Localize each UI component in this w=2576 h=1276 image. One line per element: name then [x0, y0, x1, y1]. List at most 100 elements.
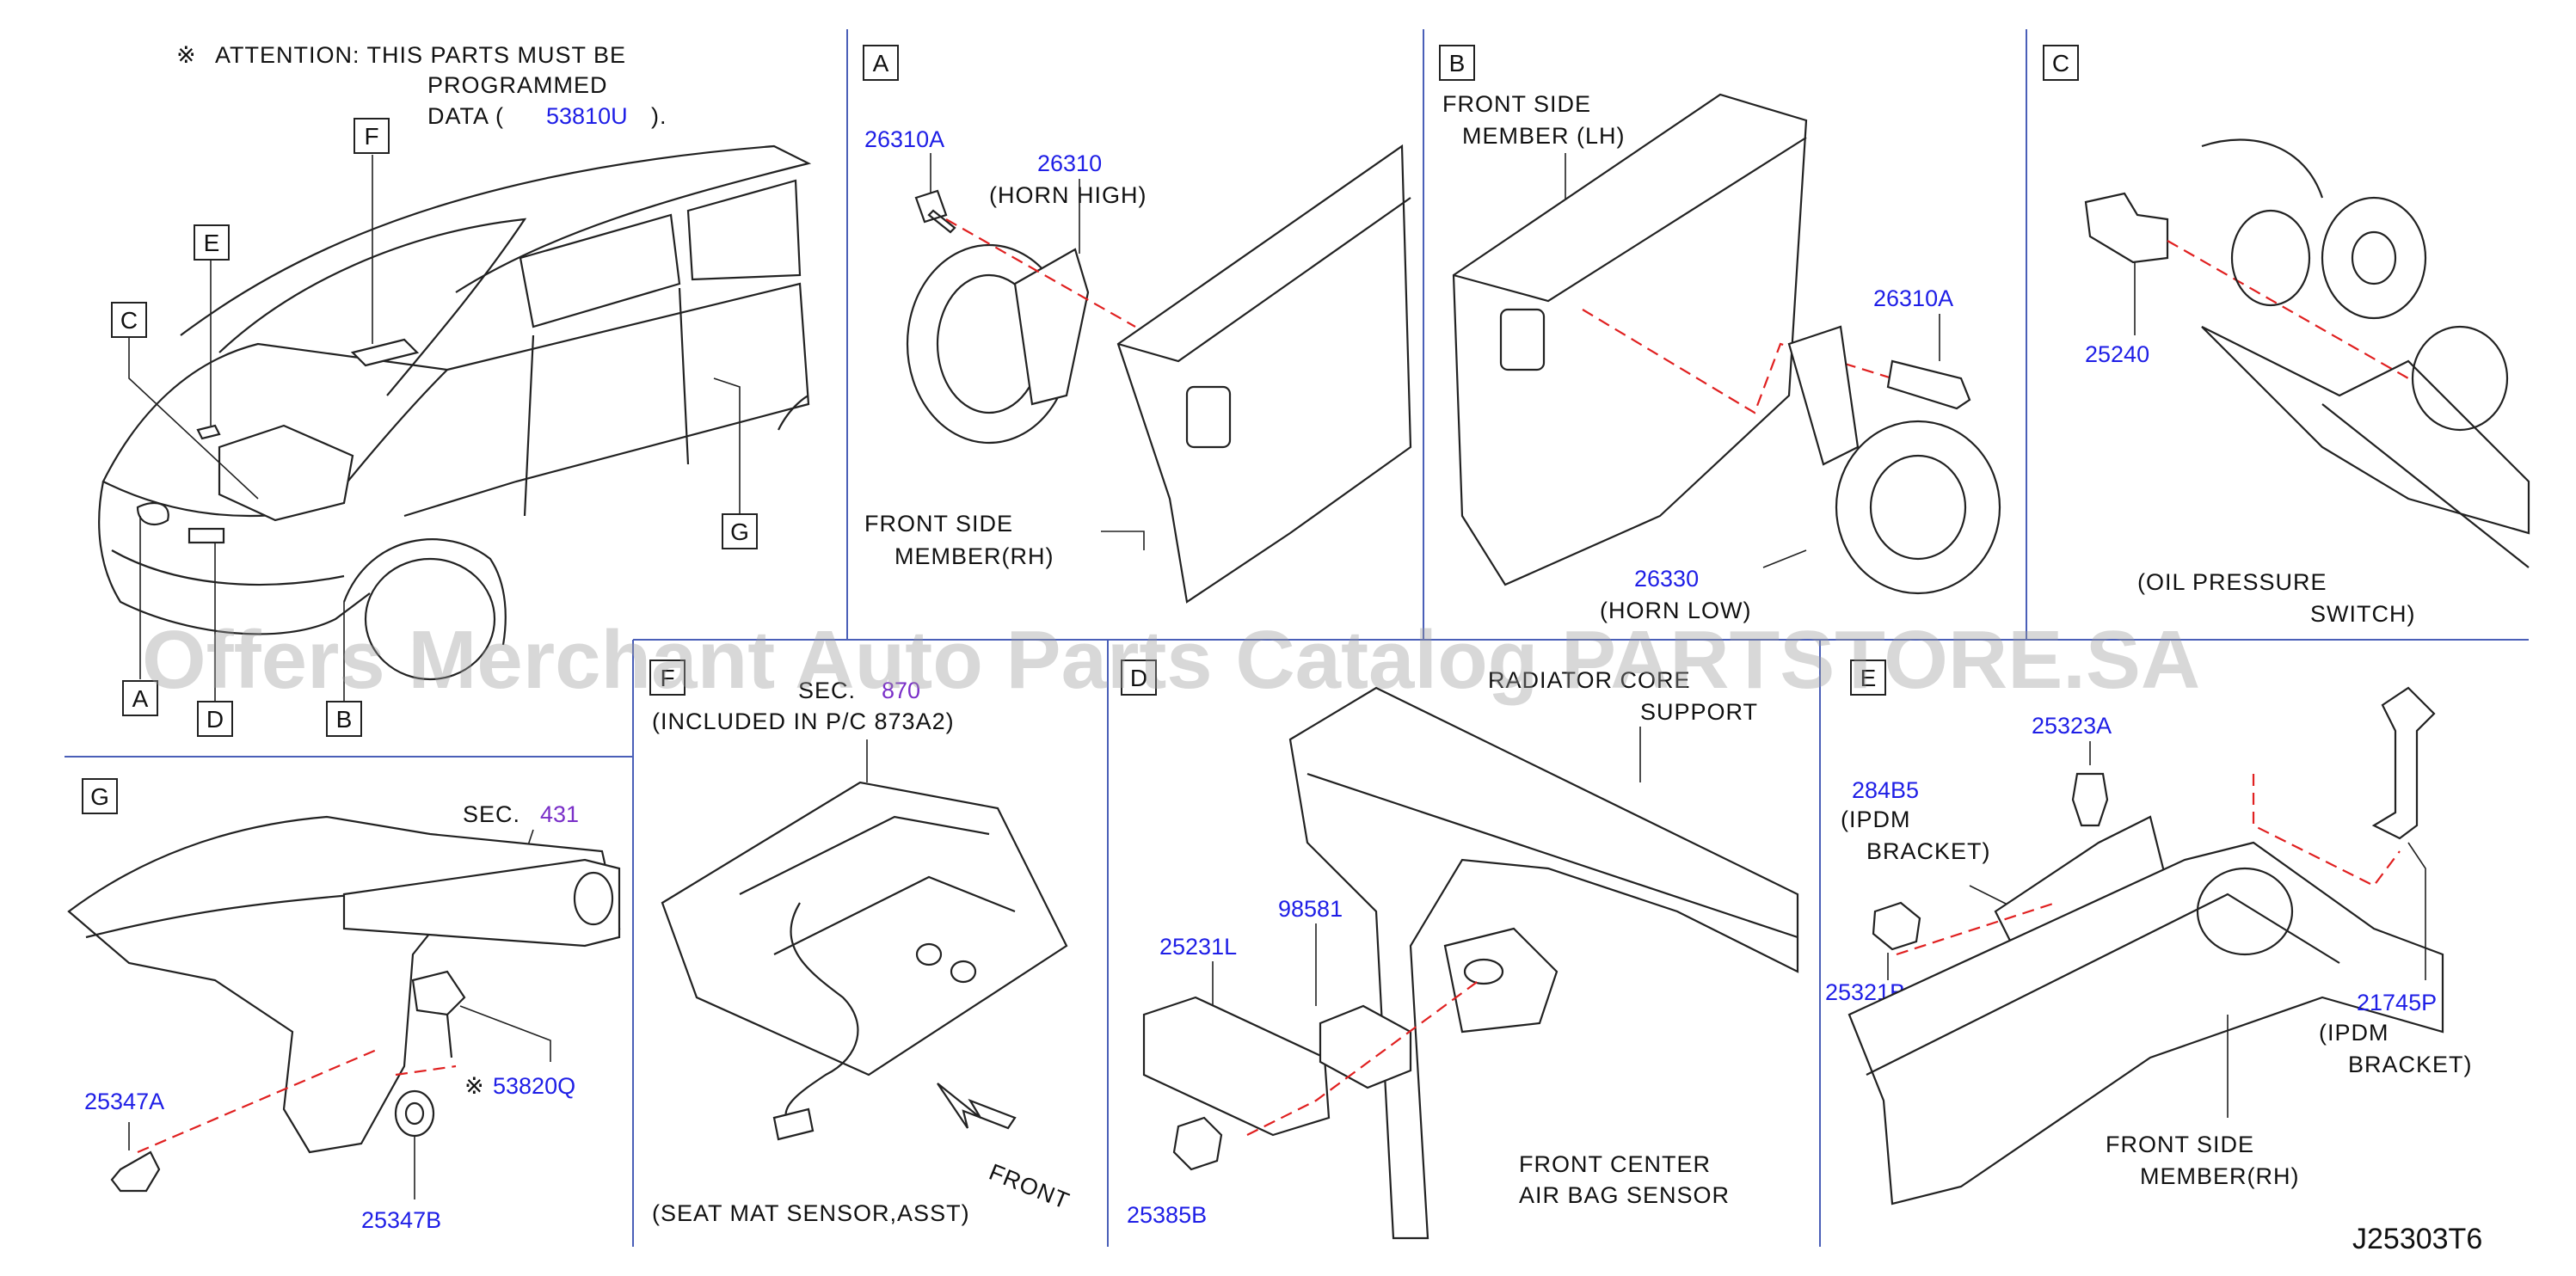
- part-26310A-b[interactable]: 26310A: [1873, 285, 1953, 311]
- suspension-arm: [342, 858, 621, 948]
- oil-pressure-line-1: (OIL PRESSURE: [2137, 569, 2327, 595]
- engine-pulley-1: [2230, 209, 2311, 307]
- car-door-line: [523, 287, 690, 517]
- attention-line-1: ATTENTION: THIS PARTS MUST BE: [215, 42, 626, 68]
- attention-part-53810U[interactable]: 53810U: [546, 103, 628, 129]
- member-lh-line-1: FRONT SIDE: [1442, 91, 1591, 117]
- panel-a: A 26310A 26310 (HORN HIGH) FRONT SIDE ME…: [863, 45, 1412, 604]
- seat-mat-sensor-harness: [784, 902, 859, 1127]
- part-284B5[interactable]: 284B5: [1852, 777, 1919, 803]
- ipdm-bracket-2-line-2: BRACKET): [2348, 1052, 2473, 1077]
- car-engine-cover: [218, 424, 354, 522]
- front-arrow: [937, 1083, 1017, 1130]
- part-26310[interactable]: 26310: [1037, 150, 1102, 176]
- svg-text:B: B: [336, 706, 353, 733]
- callout-box-E[interactable]: E: [194, 224, 230, 261]
- svg-text:F: F: [364, 123, 378, 150]
- front-label: FRONT: [986, 1159, 1073, 1215]
- bolt-25347A: [110, 1150, 161, 1193]
- part-25231L[interactable]: 25231L: [1159, 934, 1237, 960]
- height-sensor-53820Q: [411, 970, 466, 1016]
- panel-g-sec-431[interactable]: 431: [540, 801, 579, 827]
- ipdm-bracket-1-line-1: (IPDM: [1841, 807, 1911, 832]
- attention-line-3-suffix: ).: [651, 103, 667, 129]
- svg-text:B: B: [1449, 50, 1466, 77]
- car-windshield: [218, 218, 527, 396]
- seat-mat-sensor-connector: [772, 1107, 815, 1141]
- oil-pressure-line-2: SWITCH): [2310, 601, 2415, 627]
- car-side-windows: [519, 179, 802, 328]
- member-rh-line-1-a: FRONT SIDE: [864, 511, 1013, 537]
- car-sensor-bay: [188, 527, 225, 544]
- attention-note: ※ ATTENTION: THIS PARTS MUST BE PROGRAMM…: [176, 42, 667, 129]
- svg-text:※: ※: [464, 1073, 485, 1099]
- car-front-wheel: [364, 557, 496, 681]
- clip-25323A: [2071, 772, 2109, 827]
- ipdm-bracket-1-line-2: BRACKET): [1866, 838, 1991, 864]
- callout-box-A[interactable]: A: [122, 680, 158, 716]
- watermark: Offers Merchant Auto Parts Catalog PARTS…: [142, 614, 2200, 706]
- horn-high-desc: (HORN HIGH): [989, 182, 1147, 208]
- panel-f-sec-prefix: SEC.: [798, 678, 856, 703]
- panel-f-sec-870[interactable]: 870: [882, 678, 920, 703]
- svg-text:E: E: [1860, 665, 1877, 691]
- part-25323A[interactable]: 25323A: [2032, 713, 2112, 739]
- svg-text:※: ※: [176, 42, 197, 68]
- bushing-25347B: [394, 1089, 435, 1138]
- sensor-attention-mark: ※: [464, 1073, 485, 1099]
- panel-separators: [65, 29, 2529, 1247]
- callout-box-G[interactable]: G: [722, 513, 758, 549]
- air-bag-sensor-mount: [1443, 927, 1559, 1034]
- panel-f-included: (INCLUDED IN P/C 873A2): [652, 709, 955, 734]
- callout-box-C[interactable]: C: [111, 302, 147, 338]
- member-rh-line-2-a: MEMBER(RH): [895, 543, 1054, 569]
- panel-g-label: G: [82, 778, 118, 814]
- nut-25385B: [1172, 1116, 1223, 1171]
- panel-g-sec-prefix: SEC.: [463, 801, 520, 827]
- callout-box-F[interactable]: F: [354, 118, 390, 154]
- callout-box-D[interactable]: D: [197, 701, 233, 737]
- bolt-26310A-a: [914, 189, 956, 234]
- seat-mat-caption: (SEAT MAT SENSOR,ASST): [652, 1200, 970, 1226]
- svg-text:C: C: [120, 307, 138, 334]
- bolt-26310A-b: [1886, 359, 1971, 410]
- horn-high-bracket: [1013, 248, 1090, 406]
- vehicle-overview: F E C G A D B: [98, 118, 812, 737]
- horn-low: [1835, 420, 2001, 595]
- panel-e: E 25323A 284B5 (IPDM BRACKET) 25321B 217…: [1825, 659, 2473, 1205]
- attention-line-2: PROGRAMMED: [427, 72, 608, 98]
- engine-block: [2201, 138, 2530, 535]
- part-98581[interactable]: 98581: [1278, 896, 1343, 922]
- part-26310A-a[interactable]: 26310A: [864, 126, 944, 152]
- panel-a-label: A: [863, 45, 899, 81]
- car-headlamp: [136, 501, 169, 526]
- panel-e-label: E: [1850, 659, 1886, 696]
- car-side-body: [403, 282, 810, 518]
- part-25385B[interactable]: 25385B: [1127, 1202, 1207, 1228]
- nut-25321B: [1872, 901, 1921, 951]
- part-53820Q[interactable]: 53820Q: [493, 1073, 575, 1099]
- car-bumper-line: [111, 549, 345, 586]
- part-25347B[interactable]: 25347B: [361, 1207, 441, 1233]
- part-26330[interactable]: 26330: [1634, 566, 1699, 592]
- svg-text:A: A: [873, 50, 889, 77]
- part-25347A[interactable]: 25347A: [84, 1089, 164, 1114]
- oil-pressure-switch: [2084, 192, 2169, 264]
- air-bag-caption-line-1: FRONT CENTER: [1519, 1151, 1711, 1177]
- horn-low-desc: (HORN LOW): [1600, 598, 1751, 623]
- svg-text:G: G: [90, 783, 109, 810]
- part-21745P[interactable]: 21745P: [2357, 990, 2437, 1015]
- air-bag-sensor-connector: [1319, 1004, 1412, 1089]
- car-hood: [101, 342, 450, 518]
- radiator-core-support: [1288, 686, 1799, 1240]
- car-horn-clip: [196, 424, 221, 440]
- svg-text:F: F: [660, 665, 674, 691]
- part-25240[interactable]: 25240: [2085, 341, 2149, 367]
- callout-box-B[interactable]: B: [326, 701, 362, 737]
- panel-d-label: D: [1121, 659, 1157, 696]
- attention-symbol: ※: [176, 42, 197, 68]
- svg-text:D: D: [1130, 665, 1147, 691]
- front-side-member-rh: [1116, 144, 1412, 604]
- panel-c-label: C: [2043, 45, 2079, 81]
